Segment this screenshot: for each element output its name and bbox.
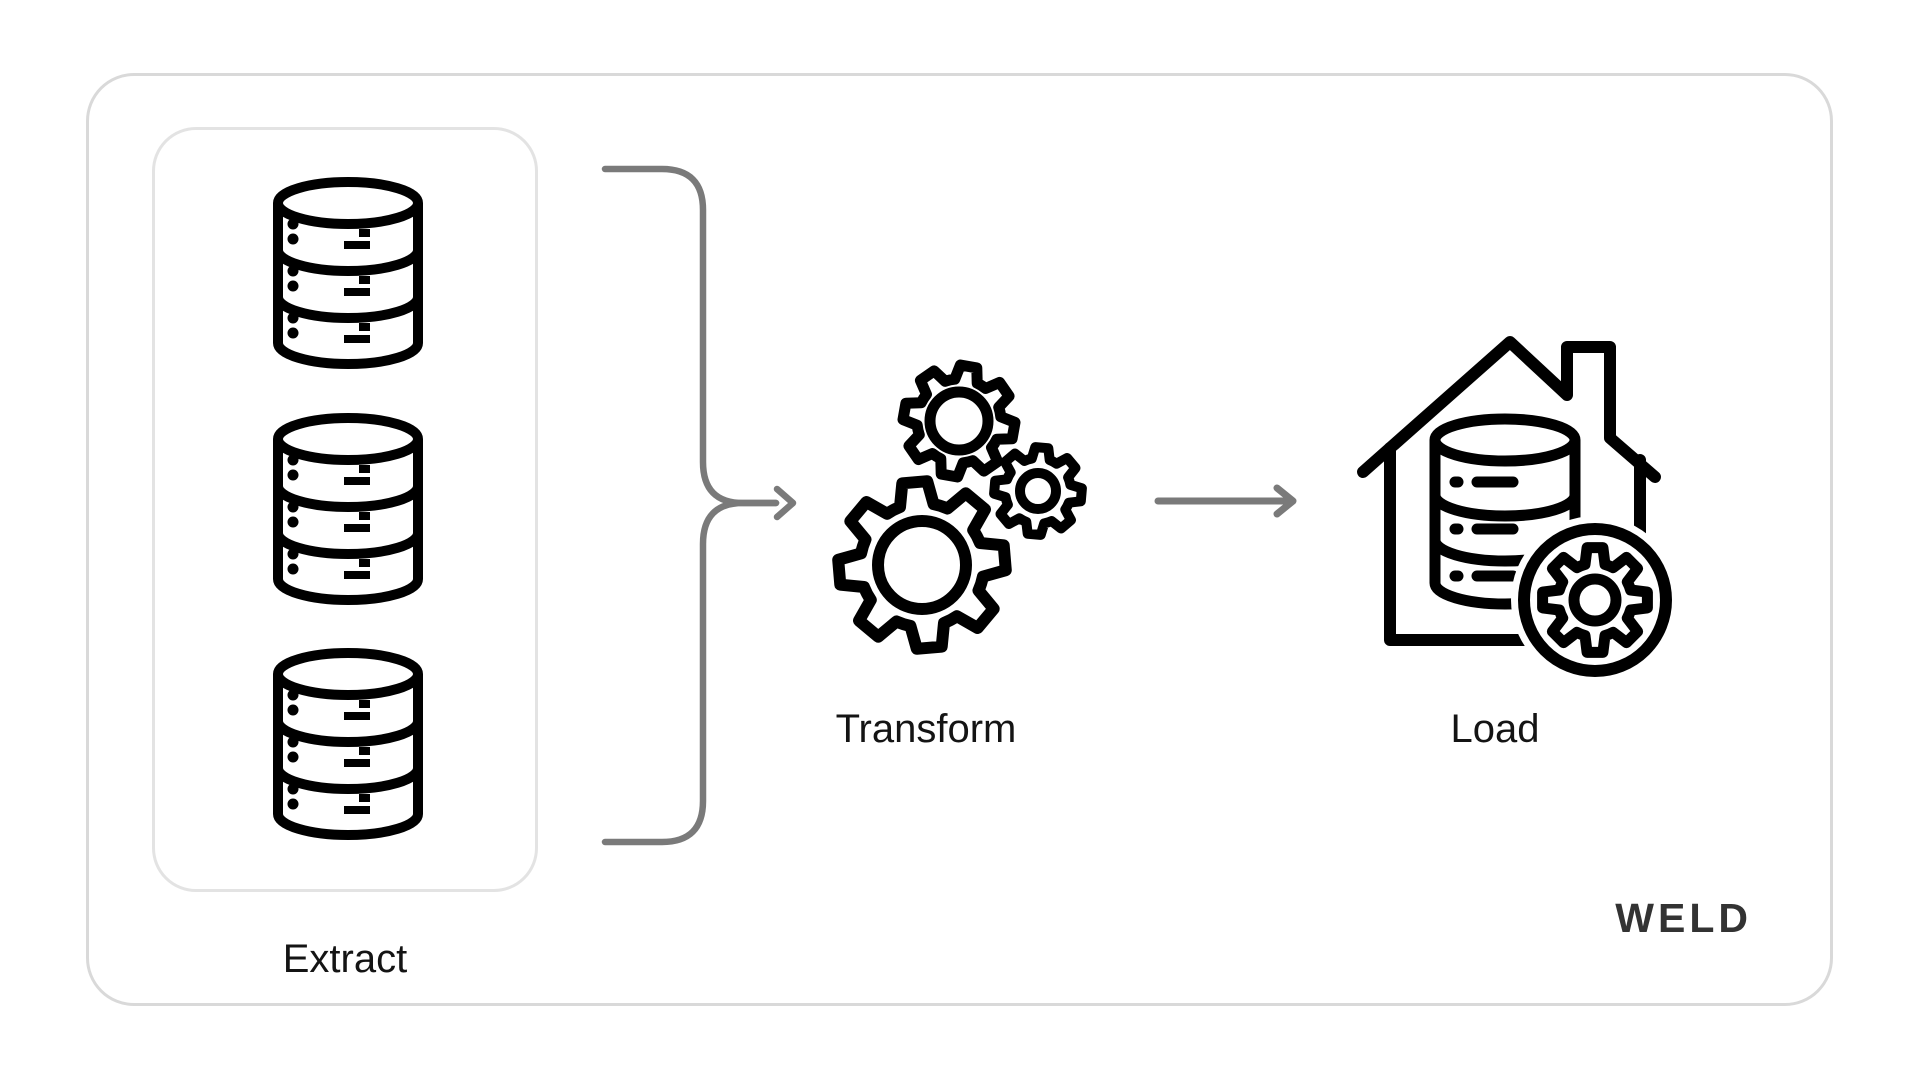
flow-arrow-icon	[1154, 484, 1297, 518]
gears-icon	[832, 359, 1087, 655]
database-icon-3	[272, 648, 424, 840]
database-icon-2	[272, 413, 424, 605]
warehouse-gear-icon	[1357, 336, 1679, 684]
brace-merge-arrow-icon	[601, 165, 797, 846]
transform-label: Transform	[835, 707, 1017, 751]
brand-logo: WELD	[1615, 895, 1752, 941]
load-label: Load	[1450, 707, 1540, 751]
extract-label: Extract	[282, 937, 408, 981]
database-icon-1	[272, 177, 424, 369]
